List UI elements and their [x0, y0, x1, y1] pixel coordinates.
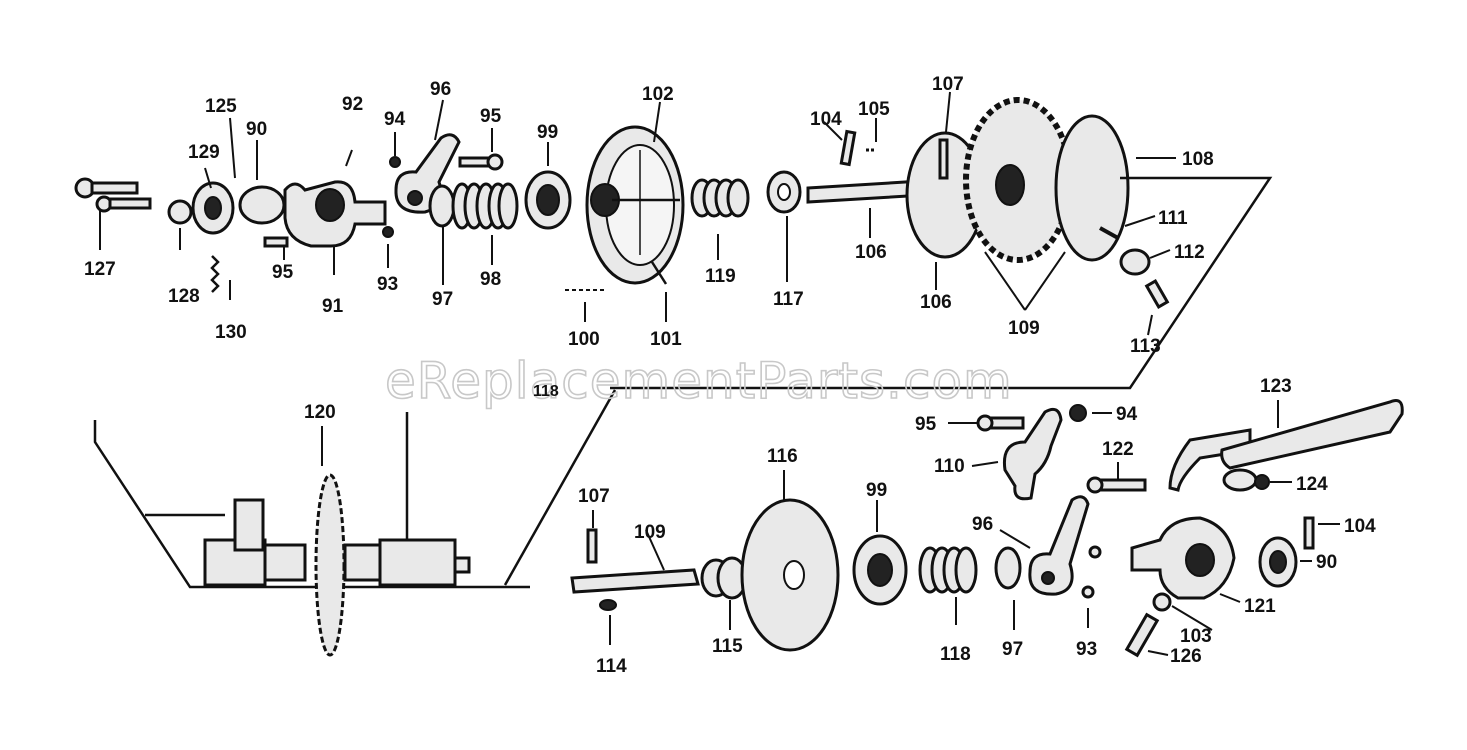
part-128-shape	[167, 199, 193, 225]
callout-104: 104	[810, 109, 842, 130]
callout-labels: 127 128 130 129 125 90 95 91 92 94 93 96…	[84, 74, 1376, 677]
part-109-shaft-shape	[570, 568, 700, 594]
part-90-shape	[238, 185, 286, 225]
callout-107: 107	[932, 74, 964, 95]
callout-109b: 109	[634, 522, 666, 543]
callout-110: 110	[934, 456, 965, 477]
callout-106: 106	[855, 242, 887, 263]
callout-112: 112	[1174, 242, 1205, 263]
part-123-shape	[1168, 399, 1404, 492]
part-99b-shape	[852, 534, 908, 606]
callout-125: 125	[205, 96, 237, 117]
part-117-shape	[766, 170, 802, 214]
callout-105: 105	[858, 99, 890, 120]
callout-123: 123	[1260, 376, 1292, 397]
part-127-shape	[74, 177, 152, 213]
callout-129: 129	[188, 142, 220, 163]
callout-119: 119	[705, 266, 736, 287]
part-99-shape	[524, 170, 572, 230]
part-112-shape	[1119, 248, 1151, 276]
callout-102: 102	[642, 84, 674, 105]
part-102-shape	[585, 125, 685, 285]
part-94-shape	[389, 156, 401, 168]
callout-108: 108	[1182, 149, 1214, 170]
callout-98: 98	[480, 269, 501, 290]
part-91-shape	[283, 180, 387, 248]
callout-99: 99	[537, 122, 558, 143]
callout-95: 95	[272, 262, 294, 283]
callout-115: 115	[712, 636, 743, 657]
part-98-shape	[451, 182, 519, 230]
part-116-shape	[740, 498, 840, 652]
part-120-shape	[203, 473, 471, 657]
part-95-shape	[263, 236, 289, 248]
callout-118: 118	[533, 383, 559, 400]
bottom-assembly	[503, 389, 1404, 658]
callout-95b: 95	[480, 106, 502, 127]
watermark-text: eReplacementParts.com	[385, 352, 1013, 410]
part-119-shape	[690, 178, 750, 218]
callout-117: 117	[773, 289, 804, 310]
part-90b-shape	[1258, 536, 1298, 588]
lower-left-assembly	[93, 412, 530, 657]
part-121-shape	[1130, 516, 1236, 600]
part-130-shape	[210, 255, 220, 293]
part-118-shape	[918, 546, 978, 594]
callout-96b: 96	[972, 514, 993, 535]
callout-94b: 94	[1116, 404, 1138, 425]
part-97b-shape	[994, 546, 1022, 590]
callout-128: 128	[168, 286, 200, 307]
callout-95c: 95	[915, 414, 937, 435]
callout-109: 109	[1008, 318, 1040, 339]
callout-121: 121	[1244, 596, 1276, 617]
callout-122: 122	[1102, 439, 1134, 460]
callout-97: 97	[432, 289, 453, 310]
part-108-shape	[1054, 114, 1130, 262]
callout-130: 130	[215, 322, 247, 343]
part-109-shape	[963, 97, 1073, 263]
callout-106b: 106	[920, 292, 952, 313]
callout-93b: 93	[1076, 639, 1097, 660]
part-96-shape	[394, 133, 461, 214]
callout-111: 111	[1158, 208, 1188, 229]
callout-97b: 97	[1002, 639, 1023, 660]
callout-103: 103	[1180, 626, 1212, 647]
callout-104b: 104	[1344, 516, 1376, 537]
callout-90: 90	[246, 119, 267, 140]
callout-116: 116	[767, 446, 798, 467]
callout-113: 113	[1130, 336, 1161, 357]
part-110-shape	[1002, 407, 1063, 501]
part-115-shape	[700, 556, 748, 600]
callout-96: 96	[430, 79, 451, 100]
callout-120: 120	[304, 402, 336, 423]
callout-94: 94	[384, 109, 406, 130]
part-93-shape	[382, 226, 394, 238]
callout-107b: 107	[578, 486, 610, 507]
callout-118b: 118	[940, 644, 971, 665]
callout-101: 101	[650, 329, 682, 350]
part-96b-shape	[1028, 495, 1090, 596]
callout-100: 100	[568, 329, 600, 350]
callout-124: 124	[1296, 474, 1328, 495]
callout-127: 127	[84, 259, 116, 280]
callout-90b: 90	[1316, 552, 1337, 573]
callout-93: 93	[377, 274, 398, 295]
part-97-shape	[428, 184, 456, 228]
callout-92: 92	[342, 94, 363, 115]
callout-126: 126	[1170, 646, 1202, 667]
leader-lines	[99, 91, 1340, 656]
callout-91: 91	[322, 296, 344, 317]
callout-99b: 99	[866, 480, 887, 501]
callout-114: 114	[596, 656, 627, 677]
top-assembly	[74, 97, 1273, 390]
